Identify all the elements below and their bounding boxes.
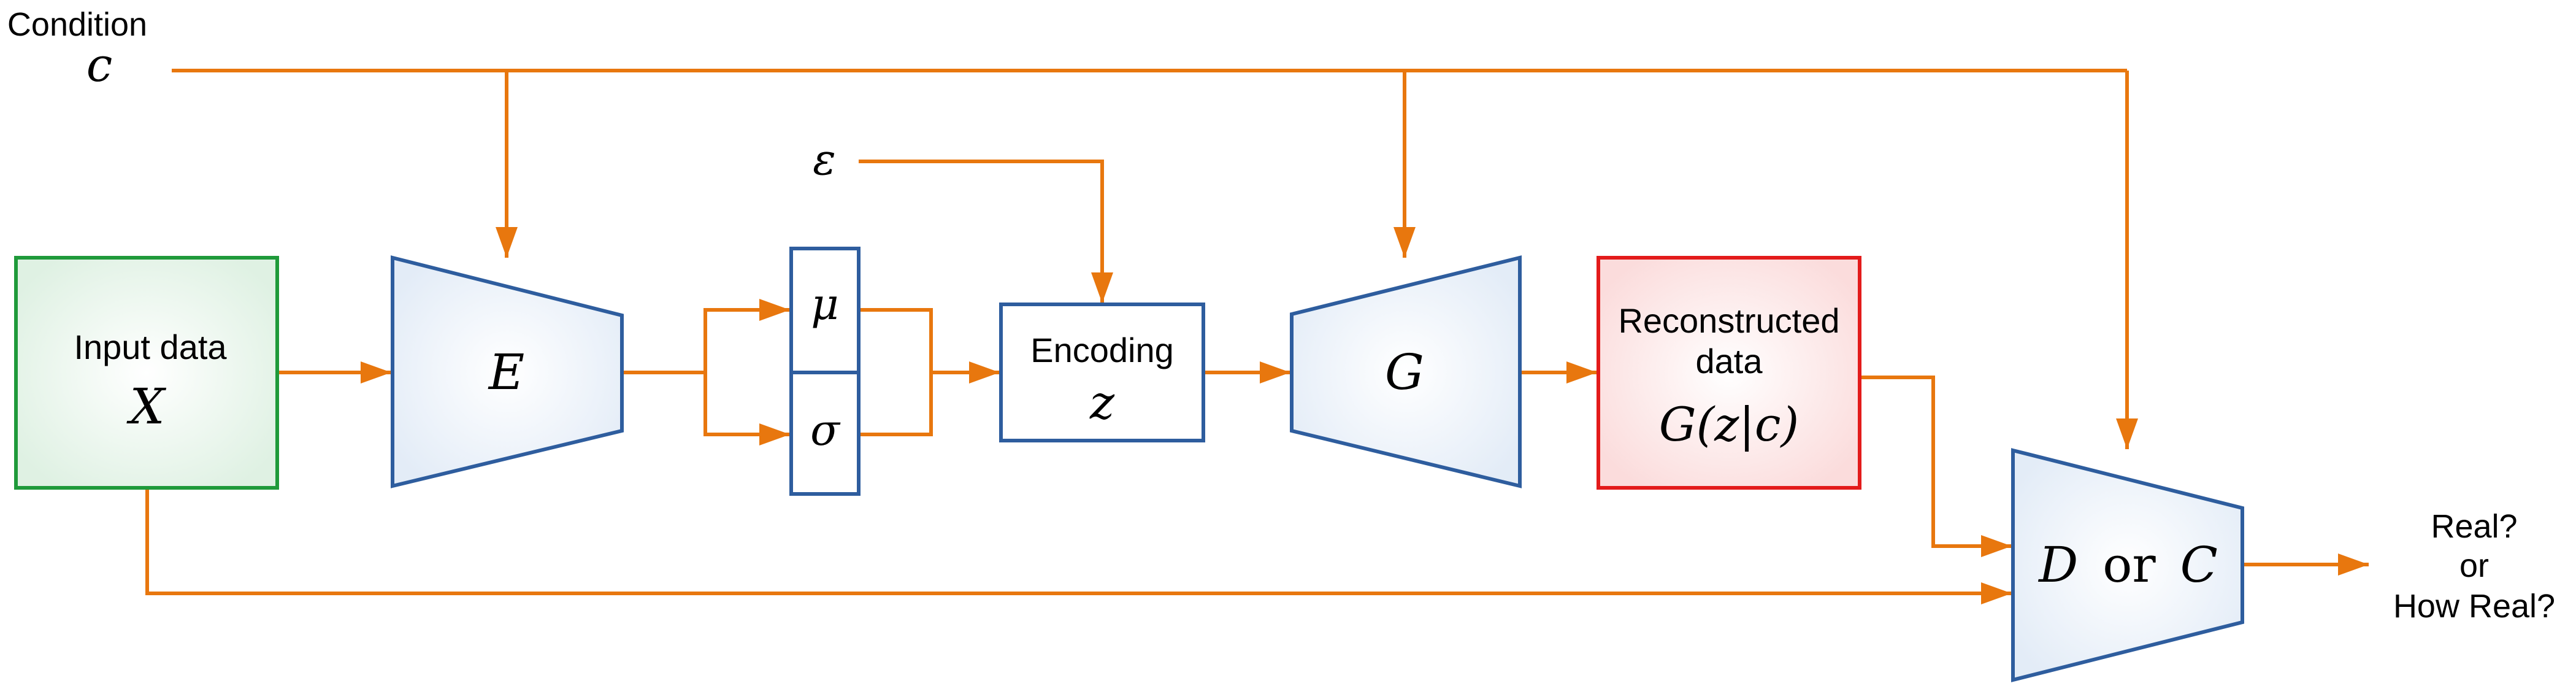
reconstructed-to-discriminator-arrow [1860,376,2012,557]
discriminator-symbol-c: C [2180,536,2218,593]
output-line2: or [2459,547,2489,584]
encoder-to-mu-arrow [703,299,790,372]
encoder-block [391,255,624,488]
mu-symbol: μ [811,279,839,330]
discriminator-label: D or C [2037,536,2218,593]
generator-symbol: G [1385,344,1424,401]
encoder-to-sigma-arrow [703,372,790,445]
mu-to-merge-line [859,308,933,436]
encoding-box [999,303,1205,442]
reconstructed-title-line2: data [1696,342,1763,380]
input-data-title: Input data [74,328,227,366]
sigma-box [789,371,861,496]
reconstructed-formula: G(z|c) [1659,397,1799,452]
output-line3: How Real? [2393,588,2555,625]
input-data-symbol: X [126,378,167,435]
output-line1: Real? [2431,508,2517,545]
connectors [145,69,2369,604]
reconstructed-title-line1: Reconstructed [1618,301,1839,340]
encoding-title: Encoding [1030,331,1174,369]
epsilon-to-encoding-arrow [859,160,1113,303]
reconstructed-data-box [1597,256,1861,490]
discriminator-or: or [2103,536,2156,593]
sigma-symbol: σ [810,405,841,455]
discriminator-symbol-d: D [2037,536,2078,593]
discriminator-block [2011,448,2244,682]
encoder-symbol: E [488,344,524,401]
input-to-discriminator-arrow [145,488,2012,604]
condition-title: Condition [7,6,147,43]
generator-block [1290,255,1522,488]
input-data-box [14,256,279,490]
encoding-symbol: z [1089,375,1115,430]
epsilon-symbol: ε [813,134,836,185]
condition-symbol: c [86,37,113,92]
